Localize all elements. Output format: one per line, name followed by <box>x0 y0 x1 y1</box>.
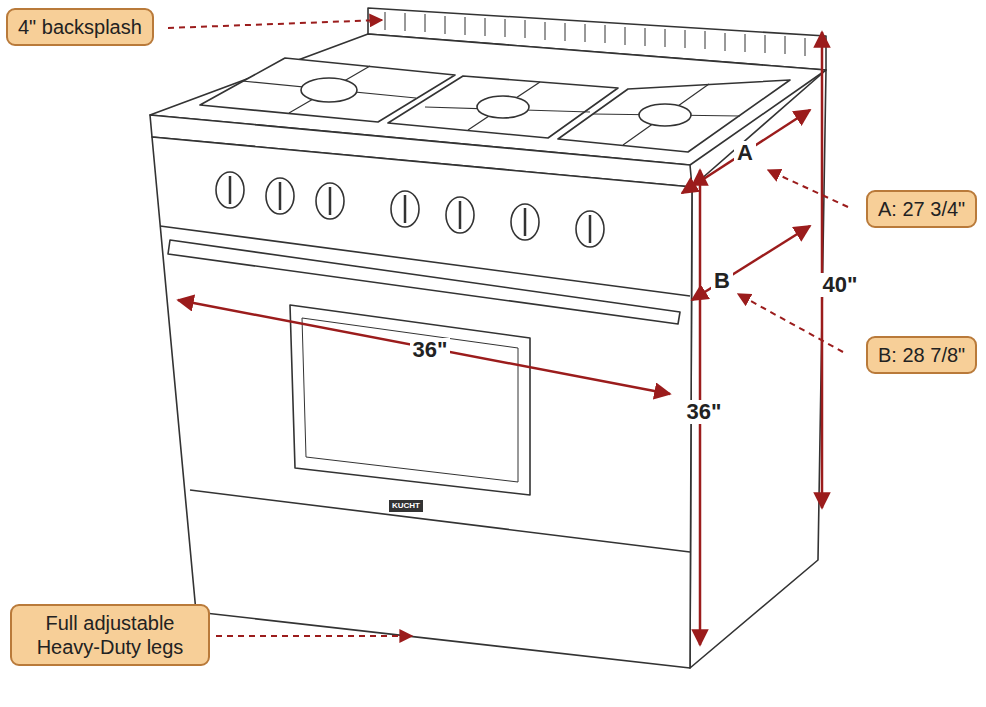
leader-line <box>216 635 412 637</box>
knobs <box>216 172 604 247</box>
toe-kick-line <box>190 490 690 552</box>
range-body <box>150 8 826 668</box>
callout-box: Full adjustable Heavy-Duty legs <box>10 604 210 666</box>
leader-line <box>768 170 848 207</box>
callout-text: B: 28 7/8" <box>878 343 965 367</box>
burner <box>639 104 691 126</box>
callout-box: A: 27 3/4" <box>866 190 977 228</box>
dimension-label: 40" <box>820 273 861 297</box>
dimension-label: 36" <box>410 338 451 362</box>
oven-window-inner <box>302 318 518 482</box>
burner <box>301 78 357 102</box>
dimension-label: B <box>711 269 733 293</box>
depth-dimension <box>692 226 810 300</box>
oven-handle <box>168 240 680 324</box>
callout-text: A: 27 3/4" <box>878 197 965 221</box>
width-dimension <box>178 300 670 394</box>
leader-line <box>738 294 843 352</box>
brand-logo: KUCHT <box>389 500 423 513</box>
dimension-lines <box>178 32 822 645</box>
callout-box: B: 28 7/8" <box>866 336 977 374</box>
front-face <box>152 137 692 668</box>
leader-lines <box>168 20 848 636</box>
burner <box>477 96 529 118</box>
leader-line <box>168 20 382 28</box>
callout-text: Full adjustable Heavy-Duty legs <box>22 611 198 659</box>
callout-text: 4" backsplash <box>18 15 142 39</box>
dimension-label: A <box>734 141 756 165</box>
total-height-dimension <box>821 32 824 508</box>
callout-box: 4" backsplash <box>6 8 154 46</box>
grate-bars <box>242 66 740 145</box>
depth-dimension <box>682 110 810 193</box>
dimension-label: 36" <box>684 400 725 424</box>
side-panel <box>690 70 826 668</box>
oven-window <box>290 305 530 495</box>
